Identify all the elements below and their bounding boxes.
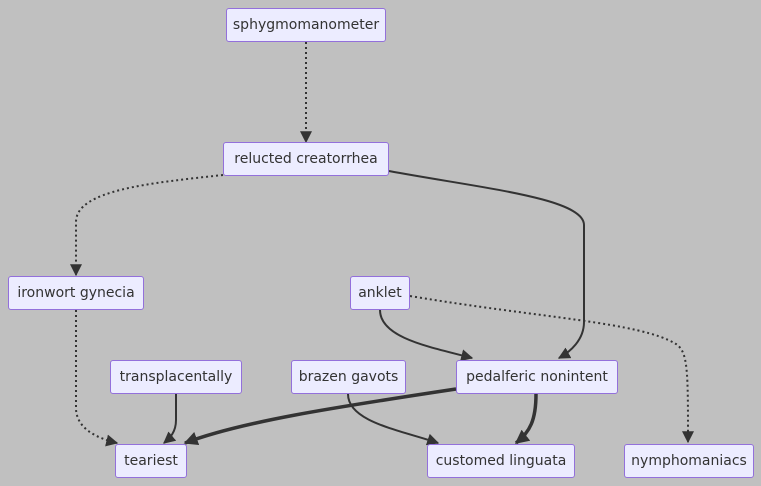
node-brazen-gavots[interactable]: brazen gavots (291, 360, 406, 394)
node-teariest[interactable]: teariest (115, 444, 187, 478)
edge-relucted-ironwort (70, 174, 224, 277)
node-sphygmomanometer[interactable]: sphygmomanometer (226, 8, 386, 42)
node-relucted-creatorrhea[interactable]: relucted creatorrhea (223, 142, 389, 176)
edge-relucted-pedalferic (388, 170, 585, 359)
edge-anklet-pedalferic (379, 309, 474, 362)
node-transplacentally[interactable]: transplacentally (110, 360, 242, 394)
edge-transplacentally-teariest (163, 394, 177, 444)
edge-pedalferic-teariest (183, 387, 457, 446)
node-nymphomaniacs[interactable]: nymphomaniacs (624, 444, 754, 478)
node-ironwort-gynecia[interactable]: ironwort gynecia (8, 276, 144, 310)
node-pedalferic-nonintent[interactable]: pedalferic nonintent (456, 360, 618, 394)
edge-ironwort-teariest (75, 310, 119, 447)
edge-pedalferic-customed (514, 393, 538, 445)
node-customed-linguata[interactable]: customed linguata (427, 444, 575, 478)
node-anklet[interactable]: anklet (350, 276, 410, 310)
edge-brazen-customed (347, 393, 440, 446)
